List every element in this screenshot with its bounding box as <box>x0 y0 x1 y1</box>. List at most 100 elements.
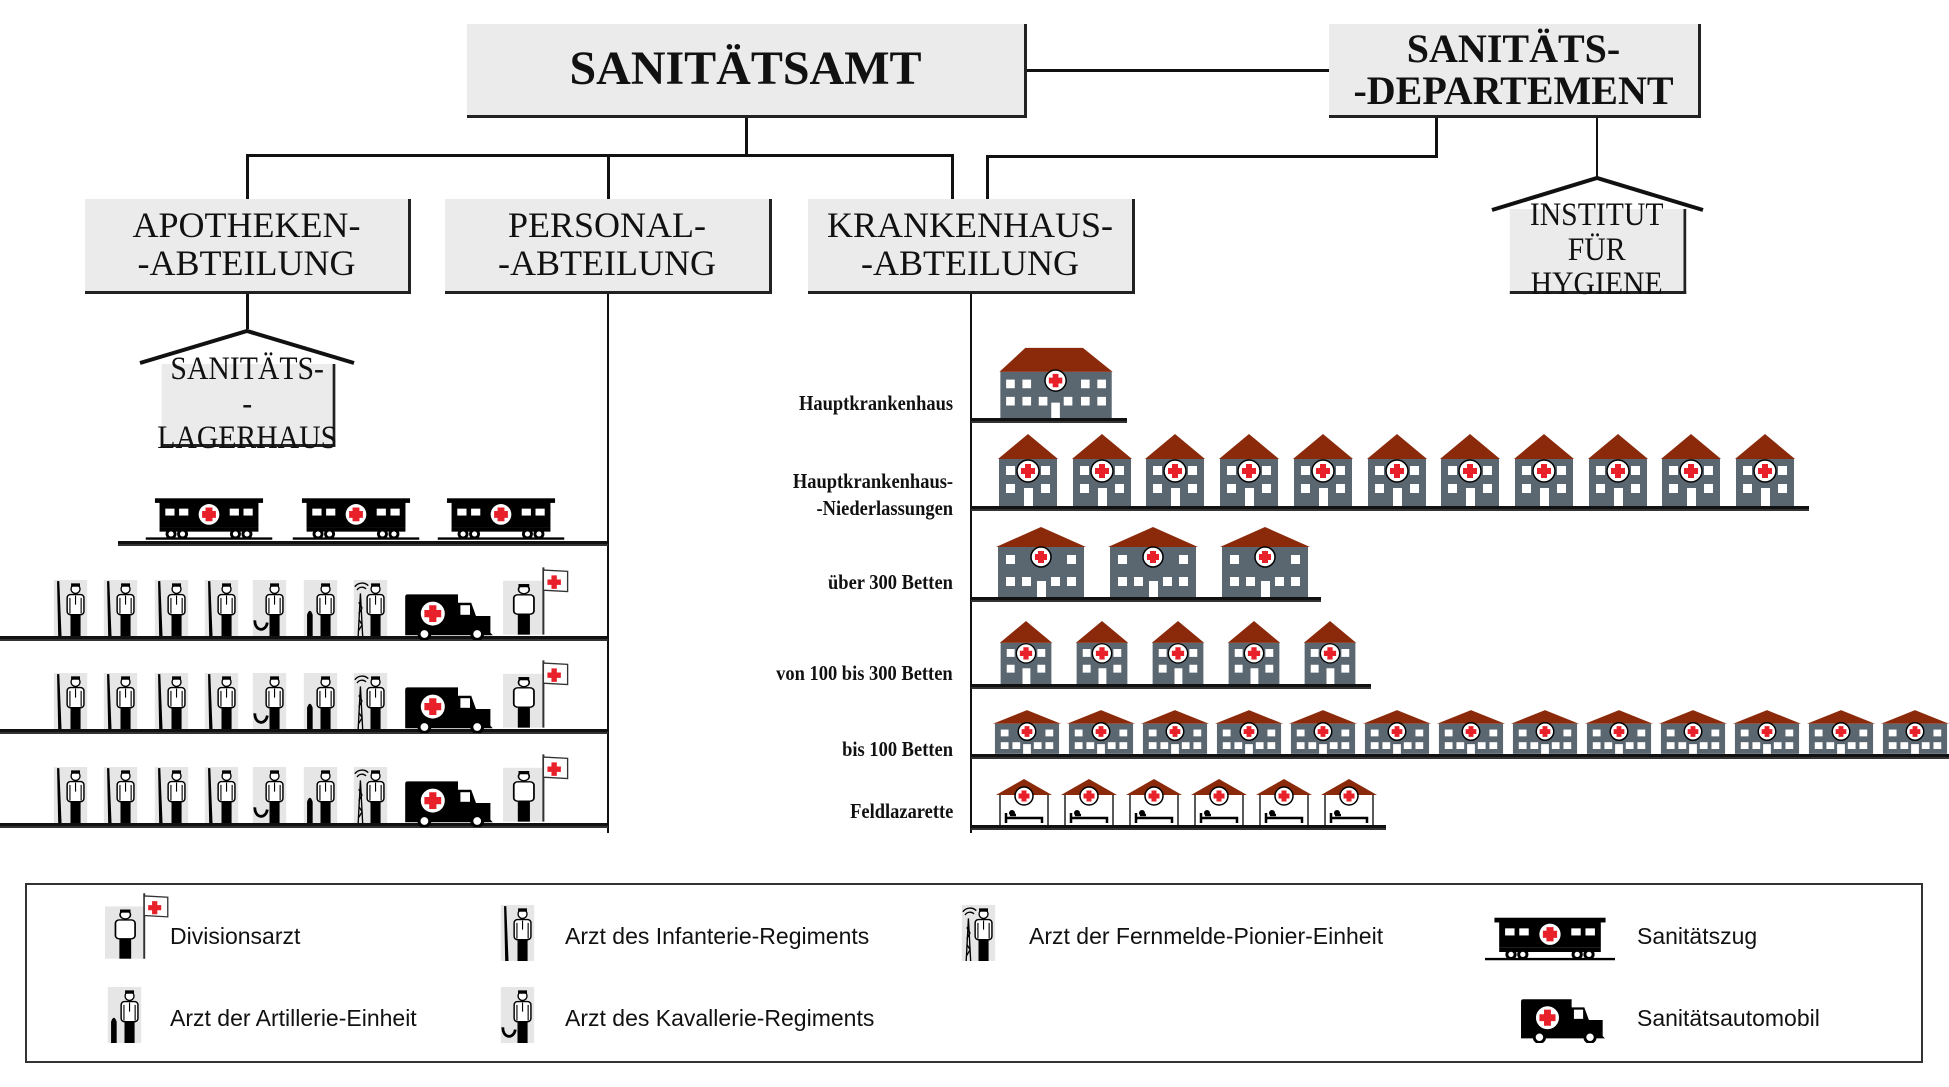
division-doctor-icon <box>503 566 569 636</box>
niederlassung-icon <box>1292 434 1353 506</box>
row-label-ueber-300: über 300 Betten <box>828 570 953 594</box>
hospital-medium-icon <box>1150 621 1206 684</box>
personal-title: PERSONAL- <box>507 205 707 246</box>
hospital-small-icon <box>1881 710 1949 754</box>
lagerhaus-box: SANITÄTS--LAGERHAUS <box>157 352 337 456</box>
row-label-line: -Niederlassungen <box>816 496 953 521</box>
feldlazarett-icon <box>1126 779 1182 825</box>
ambulance-icon <box>404 685 494 733</box>
legend: Divisionsarzt Arzt des Infanterie-Regime… <box>25 883 1923 1063</box>
niederlassung-icon <box>1587 434 1648 506</box>
lagerhaus-roof-icon <box>139 328 355 365</box>
connector <box>970 293 972 833</box>
niederlassung-icon <box>1513 434 1574 506</box>
shelf-hospital <box>971 506 1809 511</box>
lagerhaus-title: SANITÄTS- <box>170 351 324 388</box>
cavalry-doctor-icon <box>251 673 288 729</box>
hospital-large-icon <box>1107 527 1199 597</box>
artillery-doctor-icon <box>302 767 339 823</box>
hospital-medium-icon <box>1226 621 1282 684</box>
infantry-doctor-icon <box>52 673 89 729</box>
row-label-line: Hauptkrankenhaus- <box>792 469 953 493</box>
shelf-hospital <box>971 754 1949 759</box>
shelf-hospital <box>971 597 1321 602</box>
hospital-small-icon <box>1215 710 1283 754</box>
niederlassung-icon <box>1735 434 1795 506</box>
row-label-feldlazarette: Feldlazarette <box>849 799 953 823</box>
connector <box>246 154 249 199</box>
legend-zug: Sanitätszug <box>1637 923 1758 949</box>
cavalry-doctor-icon <box>251 767 288 823</box>
feldlazarett-icon <box>1191 779 1247 825</box>
institut-title: INSTITUT <box>1529 197 1664 234</box>
connector <box>986 155 989 199</box>
institut-title: FÜR HYGIENE <box>1530 231 1663 303</box>
connector <box>246 154 954 157</box>
hospital-small-icon <box>1363 710 1431 754</box>
connector <box>1027 69 1329 72</box>
apotheken-box: APOTHEKEN--ABTEILUNG <box>85 199 411 294</box>
signal-doctor-icon <box>352 673 389 729</box>
shelf-division <box>0 636 608 641</box>
connector <box>745 117 748 155</box>
ambulance-icon <box>404 592 494 640</box>
division-doctor-icon <box>503 753 569 823</box>
signal-doctor-icon <box>352 767 389 823</box>
legend-infanterie: Arzt des Infanterie-Regiments <box>565 923 870 949</box>
sanitaetszug-icon <box>437 496 565 541</box>
connector <box>951 154 954 199</box>
institut-roof-icon <box>1491 175 1704 212</box>
feldlazarett-icon <box>1321 779 1377 825</box>
shelf-hospital <box>971 825 1386 830</box>
row-label-niederlassungen: Hauptkrankenhaus- -Niederlassungen <box>793 468 953 523</box>
hospital-medium-icon <box>1074 621 1130 684</box>
hospital-large-icon <box>995 527 1087 597</box>
niederlassung-icon <box>1145 434 1206 506</box>
division-doctor-icon <box>503 659 569 729</box>
artillery-doctor-icon <box>302 673 339 729</box>
connector <box>986 155 1438 158</box>
lagerhaus-title: -LAGERHAUS <box>157 385 338 457</box>
sanitaetszug-icon <box>292 496 420 541</box>
feldlazarett-icon <box>996 779 1052 825</box>
ambulance-icon <box>404 779 494 827</box>
infantry-doctor-icon <box>153 767 190 823</box>
sanitaetszug-icon <box>145 496 273 541</box>
infantry-doctor-icon <box>102 673 139 729</box>
infantry-doctor-icon <box>203 580 240 636</box>
krankenhaus-title: -ABTEILUNG <box>861 243 1079 283</box>
hospital-small-icon <box>1585 710 1653 754</box>
infantry-doctor-icon <box>102 580 139 636</box>
infantry-doctor-icon <box>153 673 190 729</box>
infantry-doctor-icon <box>52 767 89 823</box>
hospital-small-icon <box>993 710 1061 754</box>
hospital-small-icon <box>1289 710 1357 754</box>
hospital-medium-icon <box>1302 621 1358 684</box>
hospital-medium-icon <box>998 621 1054 684</box>
legend-automobil: Sanitätsautomobil <box>1637 1005 1820 1031</box>
hospital-small-icon <box>1437 710 1505 754</box>
connector <box>246 293 249 329</box>
apotheken-title: APOTHEKEN- <box>132 205 361 246</box>
infantry-doctor-icon <box>153 580 190 636</box>
hospital-small-icon <box>1733 710 1801 754</box>
legend-kavallerie: Arzt des Kavallerie-Regiments <box>565 1005 875 1031</box>
infantry-doctor-icon <box>52 580 89 636</box>
krankenhaus-box: KRANKENHAUS--ABTEILUNG <box>808 199 1135 294</box>
row-label-hauptkrankenhaus: Hauptkrankenhaus <box>798 391 953 415</box>
hospital-small-icon <box>1067 710 1135 754</box>
hospital-large-icon <box>1219 527 1311 597</box>
niederlassung-icon <box>998 434 1058 506</box>
legend-divisionsarzt: Divisionsarzt <box>170 923 301 949</box>
niederlassung-icon <box>1366 434 1427 506</box>
niederlassung-icon <box>1661 434 1722 506</box>
hospital-small-icon <box>1141 710 1209 754</box>
feldlazarett-icon <box>1256 779 1312 825</box>
personal-box: PERSONAL--ABTEILUNG <box>445 199 772 294</box>
shelf-hospital <box>971 684 1371 689</box>
shelf-trains <box>118 541 608 546</box>
shelf-hospital <box>971 418 1127 423</box>
feldlazarett-icon <box>1061 779 1117 825</box>
krankenhaus-title: KRANKENHAUS- <box>827 205 1113 246</box>
